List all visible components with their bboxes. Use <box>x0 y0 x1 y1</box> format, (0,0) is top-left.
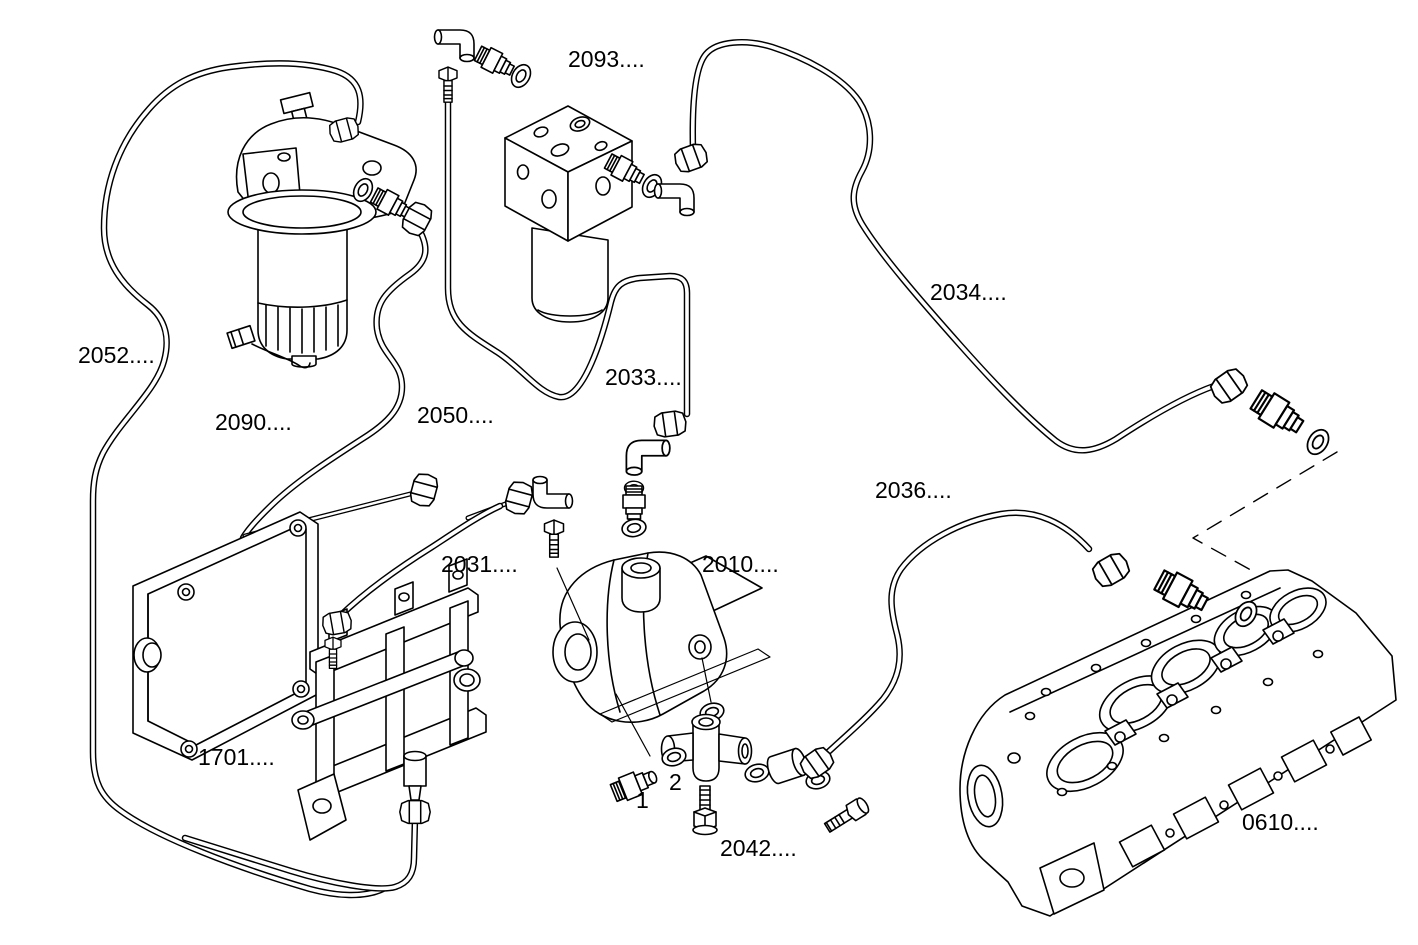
elbow-fitting <box>433 29 475 63</box>
part-label-2050: 2050.... <box>417 402 494 428</box>
part-label-2010: 2010.... <box>702 551 779 577</box>
part-label-2090: 2090.... <box>215 409 292 435</box>
leader-bolt <box>543 519 565 558</box>
part-label-callout-2: 2 <box>669 769 682 795</box>
part-label-callout-1: 1 <box>636 787 649 813</box>
pipe-nut <box>1088 548 1134 592</box>
part-label-2042: 2042.... <box>720 835 797 861</box>
part-label-2052: 2052.... <box>78 342 155 368</box>
part-label-0610: 0610.... <box>1242 809 1319 835</box>
washer <box>1302 424 1334 460</box>
pipe-nut <box>320 609 354 637</box>
pipe-2034 <box>689 39 1218 454</box>
elbow-fitting <box>653 183 695 217</box>
fuel-filter-2090 <box>226 91 417 369</box>
pipe-nut <box>671 140 711 176</box>
nipple-fitting <box>1151 565 1213 619</box>
nipple-fitting <box>1247 385 1309 441</box>
elbow-fitting <box>625 439 671 476</box>
pipe-nut <box>651 409 689 439</box>
spacer-bushing <box>766 747 808 785</box>
tee-fitting-hardware-2042 <box>609 699 872 837</box>
cylinder-head-0610 <box>959 569 1397 917</box>
plug-item-1 <box>609 770 658 803</box>
elbow-fitting <box>532 475 574 509</box>
part-label-2093: 2093.... <box>568 46 645 72</box>
part-labels: 2093.... 2034.... 2052.... 2090.... 2050....… <box>78 46 1319 861</box>
part-label-2033: 2033.... <box>605 364 682 390</box>
nipple-fitting <box>472 42 518 82</box>
part-label-2031: 2031.... <box>441 551 518 577</box>
reference-dash-lines <box>1192 451 1338 575</box>
nipple-fitting <box>622 485 646 525</box>
washer <box>742 760 772 786</box>
mounting-bracket <box>291 558 487 841</box>
pipe-nut <box>399 799 431 825</box>
pipe-drain <box>181 814 419 892</box>
injection-pump-2010 <box>552 551 771 757</box>
part-label-1701: 1701.... <box>198 744 275 770</box>
water-sensor-connector <box>226 324 256 350</box>
control-unit-1701 <box>132 511 319 761</box>
washer <box>619 516 649 540</box>
pipe-bolt <box>438 66 458 103</box>
drain-bolt <box>692 785 718 836</box>
pipe-nut <box>502 478 536 518</box>
part-label-2036: 2036.... <box>875 477 952 503</box>
fuel-pipes <box>89 39 1218 899</box>
part-label-2034: 2034.... <box>930 279 1007 305</box>
pipe-nut <box>1206 364 1252 408</box>
pipe-nut <box>407 470 441 510</box>
banjo-bolt <box>821 795 872 837</box>
